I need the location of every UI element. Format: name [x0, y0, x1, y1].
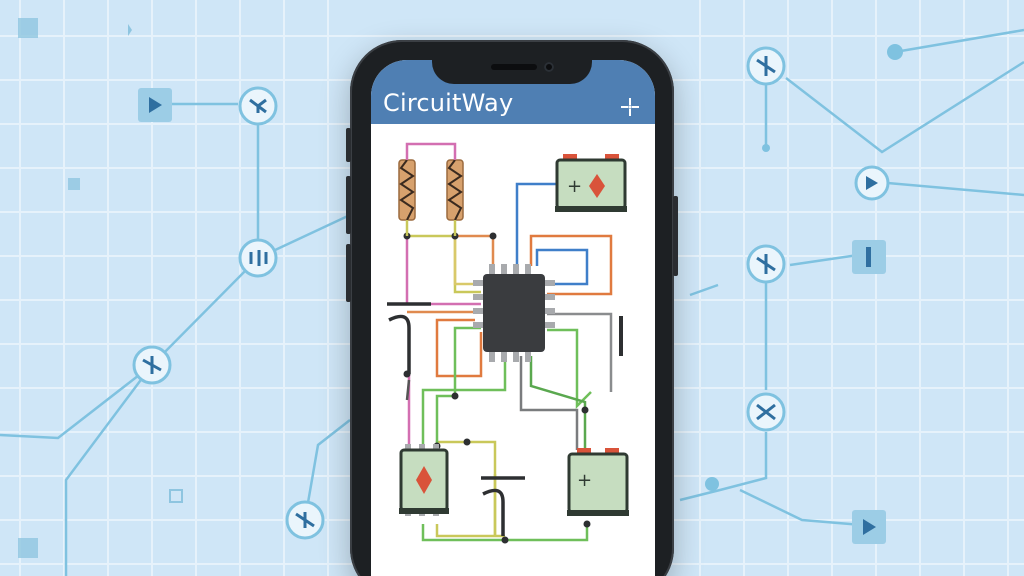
phone-volume-button — [346, 244, 351, 302]
app-title: CircuitWay — [383, 89, 514, 117]
wrench-node-icon — [249, 98, 267, 114]
app-bar: CircuitWay — [371, 60, 655, 124]
resistor-icon — [398, 152, 416, 236]
app-screen: CircuitWay — [371, 60, 655, 576]
signal-node-icon — [249, 250, 268, 266]
phone-volume-button — [346, 176, 351, 234]
component-module-icon — [399, 444, 449, 516]
battery-icon: + — [555, 154, 627, 212]
battery-icon: + — [567, 448, 629, 516]
phone-side-button — [346, 128, 351, 162]
phone-camera — [544, 62, 554, 72]
phone-power-button — [673, 196, 678, 276]
resistor-icon — [446, 152, 464, 236]
background-node-markers — [18, 18, 903, 558]
capacitor-icon — [619, 316, 623, 356]
play-node-icon — [866, 176, 878, 190]
capacitor-icon — [387, 302, 431, 374]
svg-text:+: + — [577, 470, 592, 491]
circuit-canvas[interactable]: + — [371, 124, 655, 576]
plane-node-icon — [142, 356, 162, 374]
plane-node-icon — [756, 403, 776, 421]
plane-node-icon — [756, 56, 776, 76]
svg-text:+: + — [567, 176, 582, 197]
capacitor-icon — [481, 476, 525, 536]
ic-chip-icon — [473, 264, 555, 362]
plane-node-icon — [756, 254, 776, 274]
phone-speaker — [491, 64, 537, 70]
dots-plus-icon[interactable] — [619, 96, 641, 118]
plane-node-icon — [295, 512, 315, 528]
